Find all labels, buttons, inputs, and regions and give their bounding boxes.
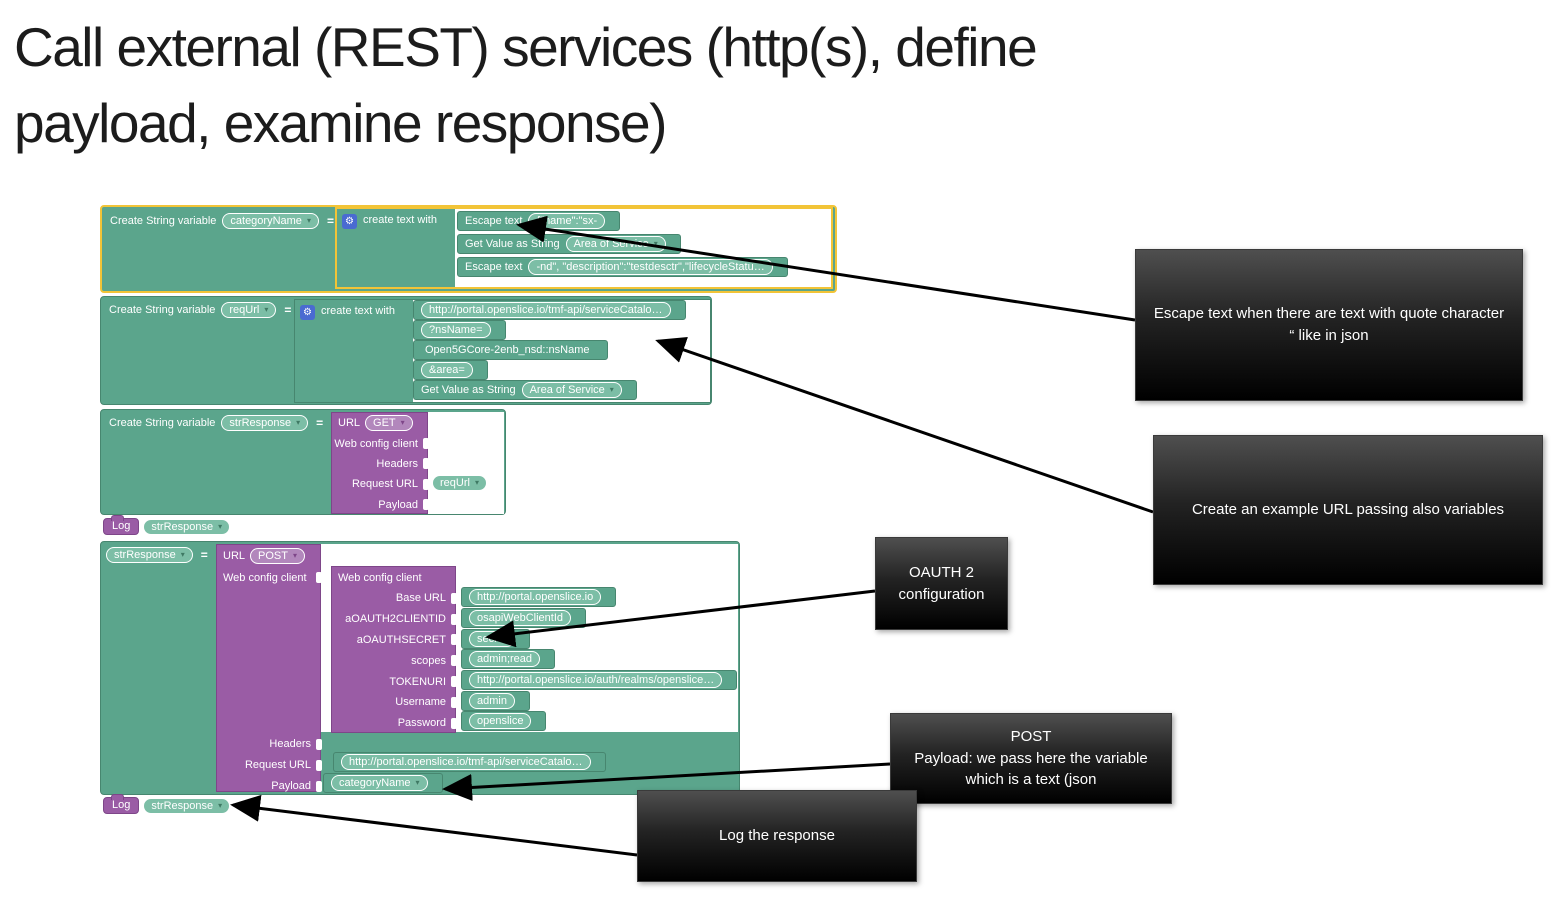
dropdown-requrl[interactable]: reqUrl ▾: [221, 302, 277, 318]
arrow-example-url: [655, 337, 1154, 514]
variable-block-payload[interactable]: categoryName ▾: [323, 773, 443, 793]
title-line-1: Call external (REST) services (http(s), …: [14, 16, 1038, 78]
create-text-with-block-2[interactable]: ⚙ create text with http://portal.opensli…: [294, 299, 711, 403]
log-block-2[interactable]: Log strResponse ▾: [103, 794, 231, 814]
callout-escape-text: Escape text when there are text with quo…: [1135, 249, 1523, 401]
mutator-gear-icon[interactable]: ⚙: [342, 214, 357, 229]
dropdown-area-of-service-2[interactable]: Area of Service ▾: [521, 382, 622, 398]
escape-text-block-1[interactable]: Escape text {"name":"sx-: [457, 211, 621, 231]
socket-nub: [451, 613, 457, 625]
socket-nub: [316, 572, 322, 583]
socket-nub: [423, 499, 429, 511]
page-title: Call external (REST) services (http(s), …: [14, 10, 1314, 162]
text-field-oauth2clientid[interactable]: osapiWebClientId: [469, 610, 572, 626]
socket-nub: [451, 634, 457, 646]
title-line-2: payload, examine response): [14, 91, 667, 154]
socket-nub: [451, 592, 457, 604]
create-variable-label: Create String variable: [110, 215, 217, 227]
dropdown-http-method-get[interactable]: GET ▾: [365, 415, 413, 432]
dropdown-arrow-icon: ▾: [415, 778, 420, 787]
dropdown-arrow-icon: ▾: [653, 239, 658, 248]
dropdown-strresponse-log2[interactable]: strResponse ▾: [143, 797, 231, 814]
url-post-block[interactable]: URL POST ▾ Web config client Headers Req…: [216, 544, 322, 792]
log-block-1[interactable]: Log strResponse ▾: [103, 515, 231, 535]
callout-post-payload: POST Payload: we pass here the variable …: [890, 713, 1172, 804]
dropdown-categoryname[interactable]: categoryName ▾: [222, 213, 319, 229]
dropdown-strresponse-post[interactable]: strResponse ▾: [106, 547, 193, 563]
text-block-password[interactable]: openslice: [461, 711, 547, 731]
variable-block-nsname-value[interactable]: Open5GCore-2enb_nsd::nsName: [413, 340, 609, 360]
text-block-scopes[interactable]: admin;read: [461, 649, 556, 669]
dropdown-arrow-icon: ▾: [218, 800, 223, 810]
socket-nub: [423, 438, 429, 450]
text-field-base-url[interactable]: http://portal.openslice.io: [469, 589, 602, 605]
dropdown-arrow-icon: ▾: [218, 521, 223, 531]
callout-oauth-config: OAUTH 2 configuration: [875, 537, 1008, 630]
text-field-escape2[interactable]: -nd", "description":"testdesctr","lifecy…: [528, 259, 773, 275]
socket-nub: [316, 759, 322, 771]
equals-sign: =: [326, 214, 334, 228]
text-field-request-url[interactable]: http://portal.openslice.io/tmf-api/servi…: [341, 754, 591, 770]
equals-sign: =: [200, 548, 208, 562]
web-config-client-block[interactable]: Web config client Base URL aOAUTH2CLIENT…: [331, 566, 457, 733]
create-text-with-block[interactable]: ⚙ create text with Escape text {"name":"…: [335, 207, 833, 289]
text-block-oauth2clientid[interactable]: osapiWebClientId: [461, 608, 587, 628]
socket-nub: [451, 696, 457, 708]
text-field-scopes[interactable]: admin;read: [469, 651, 541, 667]
text-field-password[interactable]: openslice: [469, 713, 532, 729]
text-field-escape1[interactable]: {"name":"sx-: [528, 213, 606, 229]
dropdown-http-method-post[interactable]: POST ▾: [250, 548, 305, 564]
url-get-block[interactable]: URL GET ▾ Web config client Headers Requ…: [331, 412, 504, 514]
dropdown-strresponse-log1[interactable]: strResponse ▾: [143, 518, 231, 535]
dropdown-arrow-icon: ▾: [296, 418, 301, 427]
text-block-oauthsecret[interactable]: secret: [461, 629, 530, 649]
socket-nub: [423, 458, 429, 470]
dropdown-arrow-icon: ▾: [180, 550, 185, 559]
text-field-username[interactable]: admin: [469, 693, 515, 709]
get-value-as-string-block-1[interactable]: Get Value as String Area of Service ▾: [457, 234, 681, 254]
socket-nub: [451, 655, 457, 667]
equals-sign: =: [284, 303, 292, 317]
text-block-base-url[interactable]: http://portal.openslice.io: [461, 587, 617, 607]
text-field-tokenuri[interactable]: http://portal.openslice.io/auth/realms/o…: [469, 672, 723, 688]
dropdown-arrow-icon: ▾: [400, 418, 405, 428]
text-block-url-part[interactable]: http://portal.openslice.io/tmf-api/servi…: [413, 300, 686, 320]
text-field-area-param[interactable]: &area=: [421, 362, 473, 378]
set-strresponse-post-block[interactable]: strResponse ▾ = URL POST ▾ Web config cl…: [100, 541, 740, 795]
dropdown-arrow-icon: ▾: [292, 551, 297, 560]
create-variable-block-strresponse[interactable]: Create String variable strResponse ▾ = U…: [100, 409, 506, 515]
equals-sign: =: [316, 416, 324, 430]
create-variable-block-requrl[interactable]: Create String variable reqUrl ▾ = ⚙ crea…: [100, 296, 712, 405]
callout-example-url: Create an example URL passing also varia…: [1153, 435, 1543, 585]
dropdown-requrl-value[interactable]: reqUrl ▾: [432, 475, 487, 491]
text-field-oauthsecret[interactable]: secret: [469, 631, 515, 647]
dropdown-area-of-service-1[interactable]: Area of Service ▾: [565, 236, 666, 252]
text-block-nsname-param[interactable]: ?nsName=: [413, 320, 506, 340]
dropdown-arrow-icon: ▾: [609, 385, 614, 394]
mutator-gear-icon[interactable]: ⚙: [300, 305, 315, 320]
escape-text-block-2[interactable]: Escape text -nd", "description":"testdes…: [457, 257, 788, 277]
create-variable-block-categoryname[interactable]: Create String variable categoryName ▾ = …: [100, 205, 837, 293]
dropdown-categoryname-payload[interactable]: categoryName ▾: [331, 775, 428, 791]
socket-nub: [316, 780, 322, 792]
get-value-as-string-block-2[interactable]: Get Value as String Area of Service ▾: [413, 380, 637, 400]
arrow-log-response: [230, 794, 638, 857]
dropdown-arrow-icon: ▾: [474, 478, 479, 487]
text-block-area-param[interactable]: &area=: [413, 360, 488, 380]
create-text-with-label: create text with: [363, 214, 437, 226]
socket-nub: [423, 478, 429, 490]
socket-nub: [451, 676, 457, 688]
socket-nub: [451, 717, 457, 729]
text-field-nsname-param[interactable]: ?nsName=: [421, 322, 491, 338]
text-block-tokenuri[interactable]: http://portal.openslice.io/auth/realms/o…: [461, 670, 738, 690]
dropdown-arrow-icon: ▾: [306, 216, 311, 225]
dropdown-strresponse[interactable]: strResponse ▾: [221, 415, 309, 431]
text-block-username[interactable]: admin: [461, 691, 530, 711]
text-block-request-url[interactable]: http://portal.openslice.io/tmf-api/servi…: [333, 752, 606, 772]
callout-log-response: Log the response: [637, 790, 917, 882]
text-field-url-part[interactable]: http://portal.openslice.io/tmf-api/servi…: [421, 302, 671, 318]
socket-nub: [316, 738, 322, 750]
dropdown-arrow-icon: ▾: [264, 305, 269, 314]
